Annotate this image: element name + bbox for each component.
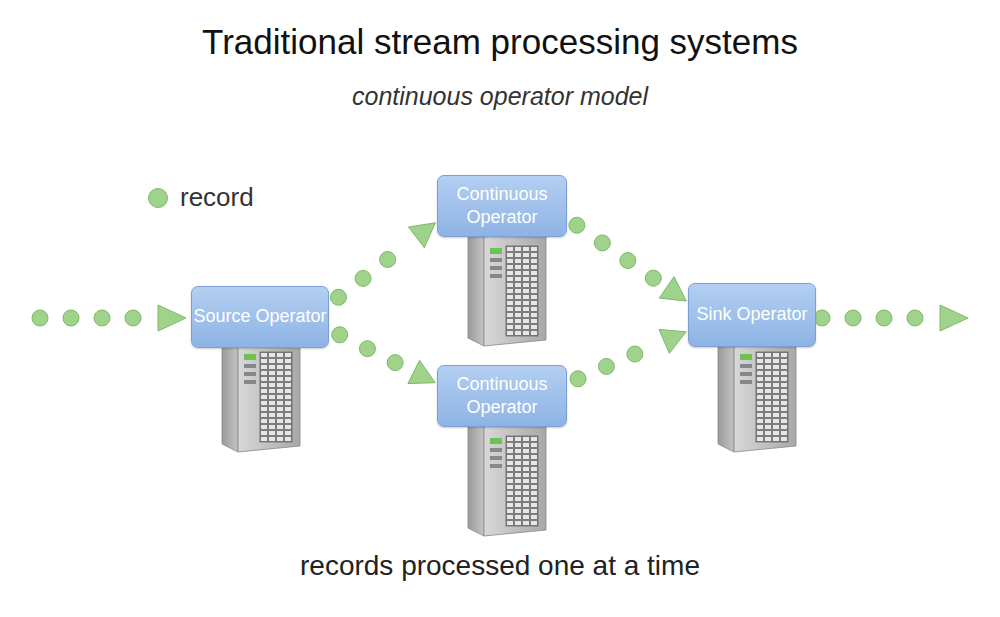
record-connector [332,327,435,384]
connector-part [659,329,686,353]
legend-swatch [148,188,168,208]
operator-box: Continuous Operator [437,175,567,237]
operator-box: Source Operator [191,286,329,348]
legend-row: record [148,182,254,213]
operator-label: Sink Operator [696,303,807,326]
connector-part [380,251,396,267]
server-icon [468,412,546,536]
connector-part [570,371,586,387]
connector-part [645,270,661,286]
connector-part [355,270,371,286]
operator-box: Continuous Operator [437,365,567,427]
operator-box: Sink Operator [688,283,816,347]
connector-part [408,360,435,383]
connector-part [387,355,403,371]
record-connector [331,223,436,306]
record-stream [32,305,968,331]
legend: record [148,182,254,213]
connector-part [627,346,643,362]
connector-part [332,327,348,343]
diagram-title: Traditional stream processing systems [0,22,1000,62]
connector-part [408,223,435,248]
operator-label: Continuous Operator [438,183,566,230]
operator-label: Continuous Operator [438,373,566,420]
diagram-caption: records processed one at a time [0,550,1000,582]
operator-label: Source Operator [193,305,326,328]
legend-text: record [180,182,254,213]
connector-part [569,217,585,233]
record-connector [569,217,686,301]
connector-part [359,341,375,357]
connector-part [620,253,636,269]
connector-part [594,235,610,251]
connector-part [598,358,614,374]
subtitle: continuous operator model [0,82,1000,111]
connector-part [659,277,686,301]
server-icon [468,222,546,346]
connector-part [331,289,347,305]
record-connector [570,329,686,386]
